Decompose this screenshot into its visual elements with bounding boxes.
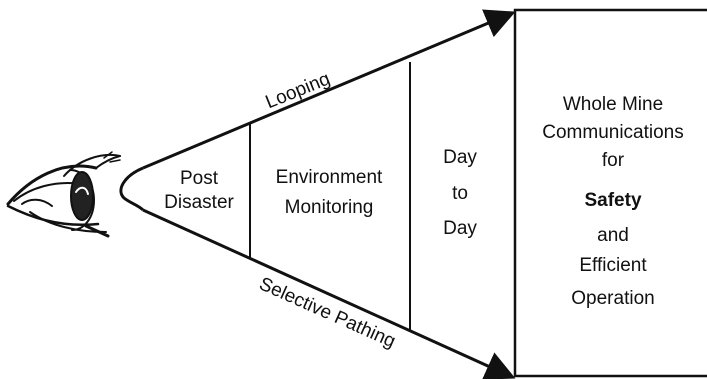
viewing-cone [119, 8, 707, 379]
svg-text:for: for [602, 150, 625, 171]
svg-text:Communications: Communications [542, 122, 684, 143]
looping-label: Looping [263, 68, 334, 113]
svg-text:Operation: Operation [571, 288, 654, 309]
cone-apex [119, 166, 145, 212]
svg-text:to: to [452, 183, 468, 204]
section-day-to-day: Day to Day [443, 147, 477, 239]
svg-text:Disaster: Disaster [164, 192, 234, 213]
section-post-disaster: Post Disaster [164, 168, 234, 213]
result-box-text: Whole Mine Communications for Safety and… [542, 94, 684, 309]
svg-text:and: and [597, 225, 629, 246]
section-environment-monitoring: Environment Monitoring [276, 167, 383, 218]
svg-text:Monitoring: Monitoring [285, 197, 374, 218]
looping-arrow [142, 9, 516, 170]
eye-icon [6, 151, 121, 238]
svg-text:Post: Post [180, 168, 219, 189]
svg-text:Day: Day [443, 218, 477, 239]
result-box [513, 8, 707, 378]
svg-text:Efficient: Efficient [579, 255, 647, 276]
svg-text:Safety: Safety [584, 190, 641, 211]
svg-text:Whole Mine: Whole Mine [563, 94, 663, 115]
selective-pathing-arrow [142, 208, 516, 379]
selective-pathing-label: Selective Pathing [256, 274, 399, 353]
svg-text:Day: Day [443, 147, 477, 168]
svg-text:Environment: Environment [276, 167, 383, 188]
